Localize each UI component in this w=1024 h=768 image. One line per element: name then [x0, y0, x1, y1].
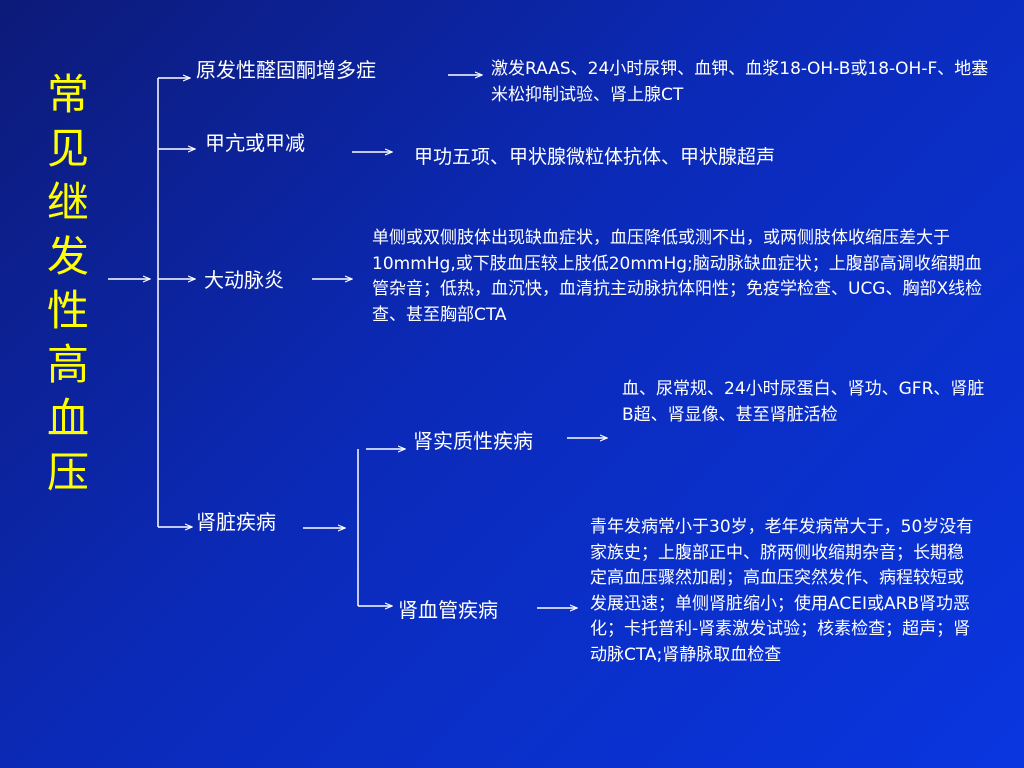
- main-title: 常见继发性高血压: [46, 70, 89, 497]
- detail-aortitis: 单侧或双侧肢体出现缺血症状，血压降低或测不出，或两侧肢体收缩压差大于10mmHg…: [372, 228, 983, 325]
- detail-renal-vascular: 青年发病常小于30岁，老年发病常大于，50岁没有家族史；上腹部正中、脐两侧收缩期…: [590, 517, 974, 665]
- label-renal-vascular: 肾血管疾病: [398, 598, 498, 622]
- label-renal-parenchymal: 肾实质性疾病: [413, 429, 533, 453]
- label-kidney: 肾脏疾病: [196, 510, 276, 534]
- detail-primary-aldosteronism: 激发RAAS、24小时尿钾、血钾、血浆18-OH-B或18-OH-F、地塞米松抑…: [491, 59, 989, 105]
- detail-renal-parenchymal: 血、尿常规、24小时尿蛋白、肾功、GFR、肾脏B超、肾显像、甚至肾脏活检: [622, 379, 985, 425]
- label-thyroid: 甲亢或甲减: [205, 131, 305, 155]
- detail-thyroid: 甲功五项、甲状腺微粒体抗体、甲状腺超声: [414, 146, 776, 168]
- label-primary-aldosteronism: 原发性醛固酮增多症: [196, 58, 376, 82]
- label-aortitis: 大动脉炎: [204, 268, 284, 292]
